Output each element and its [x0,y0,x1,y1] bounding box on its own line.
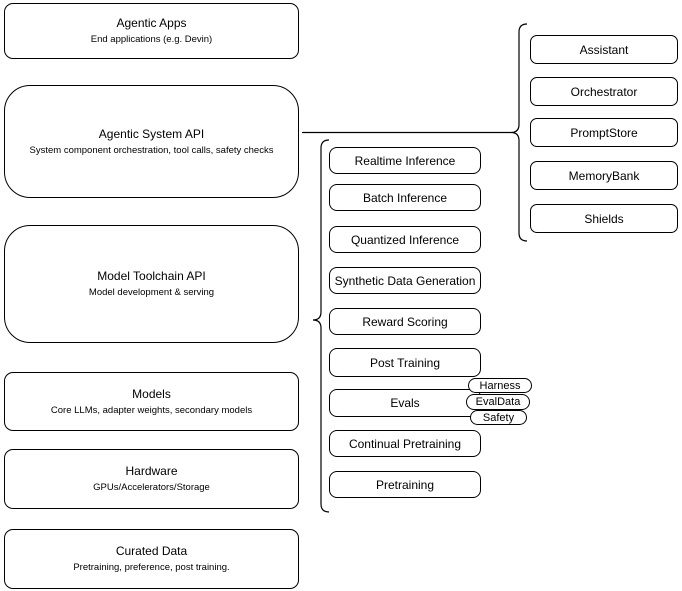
node-batch-inference: Batch Inference [329,184,481,211]
node-curated-data: Curated Data Pretraining, preference, po… [4,529,299,589]
node-agentic-apps: Agentic Apps End applications (e.g. Devi… [4,3,299,59]
node-quantized-inference: Quantized Inference [329,226,481,253]
node-hardware: Hardware GPUs/Accelerators/Storage [4,449,299,509]
tag-evaldata: EvalData [466,394,530,410]
tag-harness: Harness [468,378,532,393]
node-agentic-system-api: Agentic System API System component orch… [4,85,299,198]
node-title: Agentic System API [98,126,205,141]
node-post-training: Post Training [329,348,481,377]
node-title: Curated Data [115,544,188,558]
node-shields: Shields [530,204,678,233]
node-subtitle: GPUs/Accelerators/Storage [93,482,210,493]
right-curly-brace [510,23,528,242]
node-subtitle: End applications (e.g. Devin) [90,34,213,45]
node-continual-pretraining: Continual Pretraining [329,430,481,457]
node-evals: Evals [329,389,481,417]
node-title: Agentic Apps [116,16,187,30]
node-title: Model Toolchain API [97,269,206,283]
node-model-toolchain-api: Model Toolchain API Model development & … [4,225,299,343]
node-title: Models [132,386,171,401]
node-assistant: Assistant [530,35,678,64]
node-subtitle: Core LLMs, adapter weights, secondary mo… [50,404,253,416]
node-subtitle: Model development & serving [88,287,215,298]
middle-curly-brace [312,139,330,513]
node-reward-scoring: Reward Scoring [329,308,481,335]
node-title: Hardware [125,464,178,478]
node-memorybank: MemoryBank [530,161,678,190]
tag-safety: Safety [470,410,527,425]
node-subtitle: System component orchestration, tool cal… [29,144,274,156]
node-realtime-inference: Realtime Inference [329,147,481,174]
node-models: Models Core LLMs, adapter weights, secon… [4,372,299,431]
node-subtitle: Pretraining, preference, post training. [73,562,230,573]
node-orchestrator: Orchestrator [530,77,678,106]
node-synthetic-data-generation: Synthetic Data Generation [329,267,481,294]
node-pretraining: Pretraining [329,471,481,498]
node-promptstore: PromptStore [530,118,678,147]
